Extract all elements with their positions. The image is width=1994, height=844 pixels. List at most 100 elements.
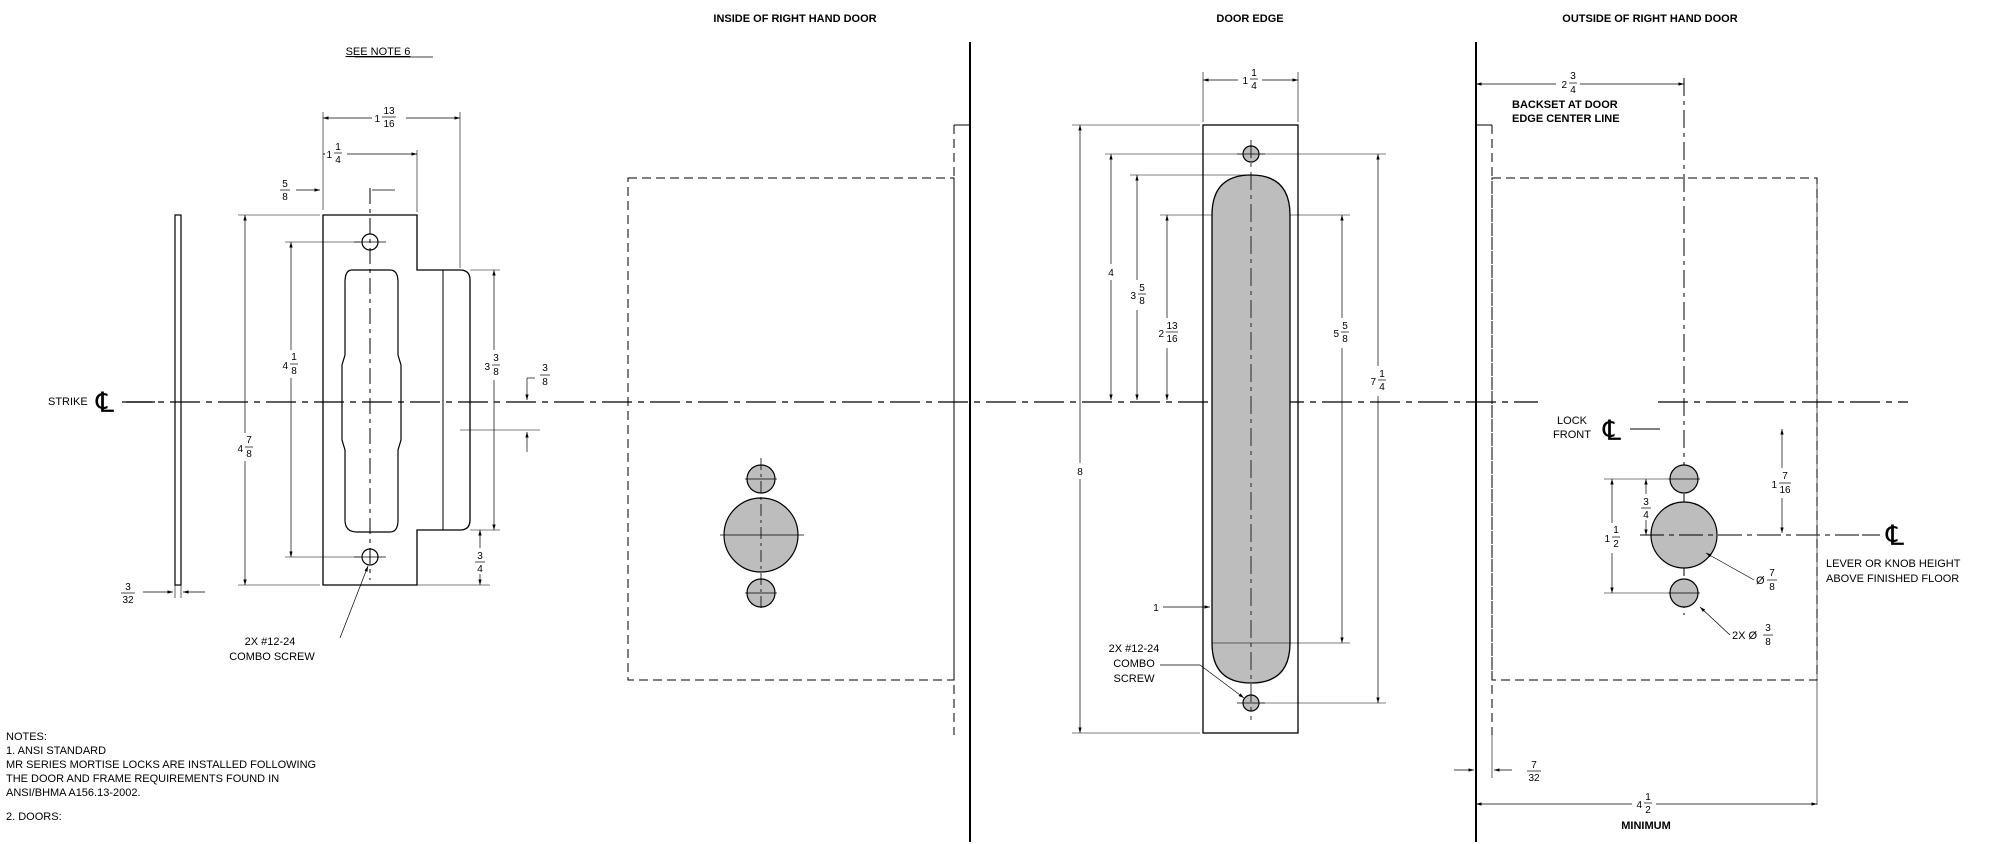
note-2-title: 2. DOORS: xyxy=(6,811,62,823)
inside-lock-case-outline xyxy=(627,177,955,681)
svg-text:4: 4 xyxy=(1108,268,1114,279)
svg-text:1: 1 xyxy=(1645,792,1651,803)
outside-dia-big-leader xyxy=(1705,552,1755,581)
svg-text:3: 3 xyxy=(477,551,483,562)
svg-text:5: 5 xyxy=(1333,329,1339,340)
inside-view xyxy=(627,42,971,842)
strike-screw-text-1: 2X #12-24 xyxy=(245,636,296,648)
svg-text:2: 2 xyxy=(1645,805,1651,816)
lock-front-centerline-symbol: ℄ xyxy=(1602,415,1621,446)
svg-text:8: 8 xyxy=(1342,334,1348,345)
svg-text:5: 5 xyxy=(282,179,288,190)
backset-label-1: BACKSET AT DOOR xyxy=(1512,99,1618,111)
svg-text:3: 3 xyxy=(1643,497,1649,508)
svg-text:4: 4 xyxy=(282,361,288,372)
svg-text:1: 1 xyxy=(291,352,297,363)
svg-text:3: 3 xyxy=(1765,623,1771,634)
svg-text:4: 4 xyxy=(1379,382,1385,393)
svg-text:2X Ø: 2X Ø xyxy=(1732,630,1758,642)
svg-text:4: 4 xyxy=(1636,800,1642,811)
svg-text:16: 16 xyxy=(1166,334,1178,345)
svg-text:1: 1 xyxy=(326,150,332,161)
edge-screw-text-1: 2X #12-24 xyxy=(1109,643,1160,655)
strike-slot xyxy=(341,269,402,533)
svg-text:4: 4 xyxy=(1251,81,1257,92)
svg-text:1: 1 xyxy=(1242,76,1248,87)
lock-front-label-2: FRONT xyxy=(1553,429,1591,441)
svg-text:4: 4 xyxy=(477,564,483,575)
svg-text:16: 16 xyxy=(1779,485,1791,496)
svg-text:3: 3 xyxy=(1130,291,1136,302)
svg-text:3: 3 xyxy=(484,362,490,373)
see-note-label: SEE NOTE 6 xyxy=(346,46,411,58)
svg-text:3: 3 xyxy=(542,363,548,374)
svg-text:3: 3 xyxy=(493,353,499,364)
svg-text:4: 4 xyxy=(1643,510,1649,521)
svg-text:8: 8 xyxy=(291,366,297,377)
header-inside: INSIDE OF RIGHT HAND DOOR xyxy=(713,13,876,25)
svg-text:7: 7 xyxy=(246,435,252,446)
svg-text:1: 1 xyxy=(1613,525,1619,536)
notes-title: NOTES: xyxy=(6,731,47,743)
notes-block: NOTES: 1. ANSI STANDARD MR SERIES MORTIS… xyxy=(6,730,316,824)
svg-text:16: 16 xyxy=(383,119,395,130)
svg-text:8: 8 xyxy=(1765,637,1771,648)
minimum-label: MINIMUM xyxy=(1621,820,1671,832)
svg-text:1: 1 xyxy=(1604,534,1610,545)
svg-text:Ø: Ø xyxy=(1756,575,1765,587)
svg-text:13: 13 xyxy=(383,106,395,117)
svg-text:1: 1 xyxy=(335,142,341,153)
svg-text:1: 1 xyxy=(1153,603,1159,614)
outside-dia-small-leader xyxy=(1699,606,1731,636)
svg-text:8: 8 xyxy=(246,449,252,460)
backset-label-2: EDGE CENTER LINE xyxy=(1512,113,1620,125)
strike-label: STRIKE xyxy=(48,396,88,408)
svg-text:7: 7 xyxy=(1769,568,1775,579)
edge-screw-text-3: SCREW xyxy=(1114,673,1156,685)
svg-text:8: 8 xyxy=(493,367,499,378)
svg-text:7: 7 xyxy=(1782,471,1788,482)
lever-height-centerline-symbol: ℄ xyxy=(1885,520,1904,551)
svg-text:32: 32 xyxy=(122,595,134,606)
svg-text:4: 4 xyxy=(1570,85,1576,96)
svg-text:3: 3 xyxy=(1570,71,1576,82)
svg-text:8: 8 xyxy=(282,192,288,203)
strike-view: STRIKE ℄ 1 13 16 1 1 4 5 xyxy=(48,104,550,663)
svg-text:8: 8 xyxy=(1769,582,1775,593)
strike-screw-text-2: COMBO SCREW xyxy=(229,651,315,663)
svg-text:1: 1 xyxy=(374,114,380,125)
strike-plate-outline xyxy=(322,214,471,586)
svg-text:7: 7 xyxy=(1370,377,1376,388)
lever-height-label-1: LEVER OR KNOB HEIGHT xyxy=(1826,558,1961,570)
svg-text:1: 1 xyxy=(1379,369,1385,380)
lock-front-label-1: LOCK xyxy=(1557,415,1588,427)
header-outside: OUTSIDE OF RIGHT HAND DOOR xyxy=(1562,13,1737,25)
svg-text:4: 4 xyxy=(335,155,341,166)
svg-text:4: 4 xyxy=(237,444,243,455)
note-1-title: 1. ANSI STANDARD xyxy=(6,745,107,757)
svg-text:32: 32 xyxy=(1528,773,1540,784)
strike-side-plate xyxy=(174,214,182,586)
svg-text:2: 2 xyxy=(1613,539,1619,550)
edge-screw-text-2: COMBO xyxy=(1113,658,1155,670)
note-1-line-3: ANSI/BHMA A156.13-2002. xyxy=(6,787,141,799)
svg-text:2: 2 xyxy=(1158,329,1164,340)
svg-text:8: 8 xyxy=(1077,467,1083,478)
svg-text:8: 8 xyxy=(542,377,548,388)
faceplate-outline xyxy=(1202,124,1299,734)
svg-text:13: 13 xyxy=(1166,321,1178,332)
svg-text:7: 7 xyxy=(1531,760,1537,771)
svg-text:2: 2 xyxy=(1561,80,1567,91)
strike-centerline-symbol: ℄ xyxy=(95,387,114,418)
svg-text:5: 5 xyxy=(1342,321,1348,332)
svg-text:3: 3 xyxy=(125,582,131,593)
header-door-edge: DOOR EDGE xyxy=(1216,13,1283,25)
svg-text:5: 5 xyxy=(1139,283,1145,294)
strike-screw-leader xyxy=(339,565,369,639)
svg-text:1: 1 xyxy=(1251,68,1257,79)
svg-text:8: 8 xyxy=(1139,296,1145,307)
note-1-line-2: THE DOOR AND FRAME REQUIREMENTS FOUND IN xyxy=(6,773,280,785)
outside-view: 2 3 4 BACKSET AT DOOR EDGE CENTER LINE L… xyxy=(1454,42,1961,842)
door-edge-view: 1 1 4 8 4 3 5 8 2 13 16 5 xyxy=(1072,66,1390,734)
